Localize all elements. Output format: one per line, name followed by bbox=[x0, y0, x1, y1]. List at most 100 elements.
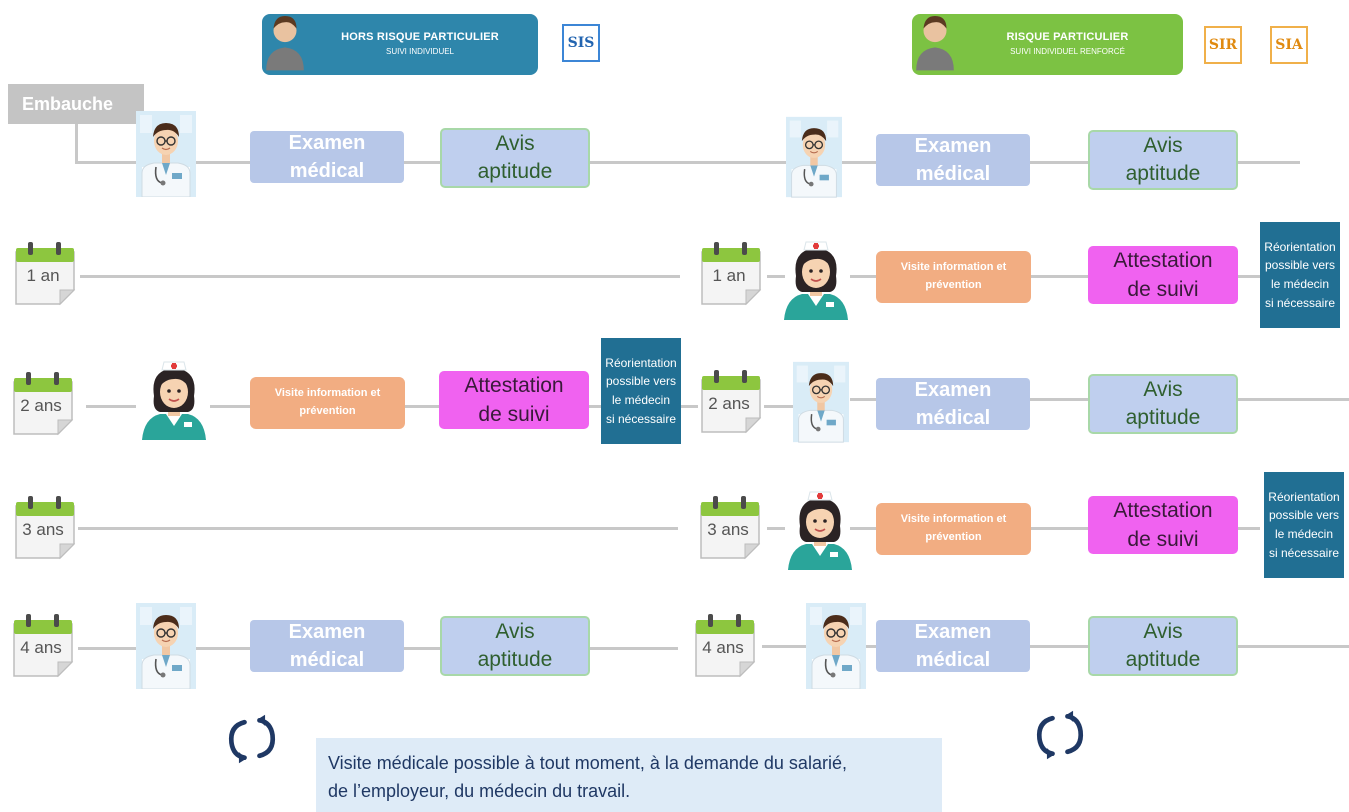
connector-line bbox=[767, 527, 785, 530]
visite-information-box: Visite information et prévention bbox=[876, 503, 1031, 555]
header-title: RISQUE PARTICULIER bbox=[1006, 31, 1129, 43]
box-line: prévention bbox=[925, 279, 982, 291]
calendar-label: 2 ans bbox=[20, 396, 62, 415]
box-line: Avis bbox=[1143, 133, 1183, 157]
connector-line bbox=[764, 405, 800, 408]
box-line: Avis bbox=[495, 131, 535, 155]
connector-line bbox=[762, 645, 1349, 648]
box-line: aptitude bbox=[477, 160, 553, 183]
note-line: de l’employeur, du médecin du travail. bbox=[328, 781, 631, 801]
examen-medical-box: Examen médical bbox=[250, 620, 404, 672]
box-line: aptitude bbox=[477, 648, 553, 671]
reorientation-box: Réorientation possible vers le médecin s… bbox=[601, 338, 681, 444]
box-line: aptitude bbox=[1125, 162, 1201, 185]
connector-line bbox=[767, 275, 785, 278]
box-line: Examen bbox=[914, 379, 992, 401]
doctor-icon bbox=[136, 111, 196, 197]
calendar-label: 4 ans bbox=[702, 638, 744, 657]
box-line: Examen bbox=[914, 135, 992, 157]
box-line: Avis bbox=[1143, 377, 1183, 401]
box-line: Examen bbox=[288, 132, 366, 154]
embauche-label: Embauche bbox=[8, 84, 144, 124]
visite-information-box: Visite information et prévention bbox=[876, 251, 1031, 303]
box-line: possible vers bbox=[605, 374, 677, 389]
connector-line bbox=[80, 275, 680, 278]
calendar-3-ans: 3 ans bbox=[697, 494, 763, 560]
reorientation-box: Réorientation possible vers le médecin s… bbox=[1260, 222, 1340, 328]
box-line: aptitude bbox=[1125, 406, 1201, 429]
box-line: Réorientation bbox=[1268, 489, 1340, 504]
calendar-label: 1 an bbox=[26, 266, 60, 285]
attestation-suivi-box: Attestation de suivi bbox=[1088, 246, 1238, 304]
calendar-label: 4 ans bbox=[20, 638, 62, 657]
examen-medical-box: Examen médical bbox=[250, 131, 404, 183]
note-box: Visite médicale possible à tout moment, … bbox=[316, 738, 942, 812]
code-sir: SIR bbox=[1204, 26, 1242, 64]
refresh-icon bbox=[224, 714, 280, 764]
box-line: Visite information et bbox=[274, 387, 381, 400]
doctor-icon bbox=[136, 603, 196, 689]
box-line: le médecin bbox=[1270, 277, 1330, 291]
box-line: Visite information et bbox=[900, 513, 1007, 526]
box-line: de suivi bbox=[1127, 278, 1199, 301]
box-line: de suivi bbox=[1127, 528, 1199, 551]
box-line: Avis bbox=[495, 619, 535, 643]
connector-line bbox=[86, 405, 136, 408]
reorientation-box: Réorientation possible vers le médecin s… bbox=[1264, 472, 1344, 578]
nurse-icon bbox=[780, 236, 852, 320]
box-line: médical bbox=[289, 160, 365, 182]
header-subtitle: SUIVI INDIVIDUEL RENFORCÉ bbox=[1010, 47, 1125, 56]
box-line: le médecin bbox=[1274, 527, 1334, 541]
header-hors-risque: HORS RISQUE PARTICULIER SUIVI INDIVIDUEL bbox=[262, 14, 538, 75]
calendar-2-ans: 2 ans bbox=[698, 368, 764, 434]
avis-aptitude-box: Avis aptitude bbox=[440, 128, 590, 188]
code-sis: SIS bbox=[562, 24, 600, 62]
box-line: si nécessaire bbox=[605, 411, 677, 426]
calendar-4-ans: 4 ans bbox=[692, 612, 758, 678]
connector-line bbox=[850, 275, 1260, 278]
box-line: Attestation bbox=[1113, 498, 1213, 522]
examen-medical-box: Examen médical bbox=[876, 620, 1030, 672]
connector-line bbox=[78, 527, 678, 530]
calendar-label: 2 ans bbox=[708, 394, 750, 413]
box-line: Avis bbox=[1143, 619, 1183, 643]
box-line: aptitude bbox=[1125, 648, 1201, 671]
box-line: Examen bbox=[288, 621, 366, 643]
note-line: Visite médicale possible à tout moment, … bbox=[328, 753, 847, 773]
refresh-icon bbox=[1032, 710, 1088, 760]
header-subtitle: SUIVI INDIVIDUEL bbox=[385, 47, 454, 56]
attestation-suivi-box: Attestation de suivi bbox=[439, 371, 589, 429]
code-sia: SIA bbox=[1270, 26, 1308, 64]
box-line: si nécessaire bbox=[1268, 545, 1340, 560]
connector-line bbox=[210, 405, 605, 408]
box-line: possible vers bbox=[1268, 508, 1340, 523]
box-line: médical bbox=[289, 649, 365, 671]
calendar-3-ans: 3 ans bbox=[12, 494, 78, 560]
header-title: HORS RISQUE PARTICULIER bbox=[341, 31, 499, 43]
avis-aptitude-box: Avis aptitude bbox=[1088, 374, 1238, 434]
box-line: Réorientation bbox=[605, 355, 677, 370]
calendar-label: 3 ans bbox=[707, 520, 749, 539]
box-line: Attestation bbox=[1113, 248, 1213, 272]
box-line: prévention bbox=[299, 405, 356, 417]
doctor-icon bbox=[786, 113, 842, 201]
doctor-icon bbox=[806, 603, 866, 689]
avis-aptitude-box: Avis aptitude bbox=[1088, 616, 1238, 676]
avis-aptitude-box: Avis aptitude bbox=[440, 616, 590, 676]
nurse-icon bbox=[138, 356, 210, 440]
visite-information-box: Visite information et prévention bbox=[250, 377, 405, 429]
calendar-label: 1 an bbox=[712, 266, 746, 285]
attestation-suivi-box: Attestation de suivi bbox=[1088, 496, 1238, 554]
calendar-4-ans: 4 ans bbox=[10, 612, 76, 678]
nurse-icon bbox=[784, 486, 856, 570]
box-line: de suivi bbox=[478, 403, 550, 426]
box-line: médical bbox=[915, 407, 991, 429]
box-line: prévention bbox=[925, 531, 982, 543]
header-risque-particulier: RISQUE PARTICULIER SUIVI INDIVIDUEL RENF… bbox=[912, 14, 1183, 75]
box-line: possible vers bbox=[1264, 258, 1336, 273]
connector-line bbox=[680, 405, 698, 408]
box-line: Visite information et bbox=[900, 261, 1007, 274]
box-line: le médecin bbox=[611, 393, 671, 407]
connector-line bbox=[75, 124, 78, 164]
doctor-icon bbox=[793, 358, 849, 446]
